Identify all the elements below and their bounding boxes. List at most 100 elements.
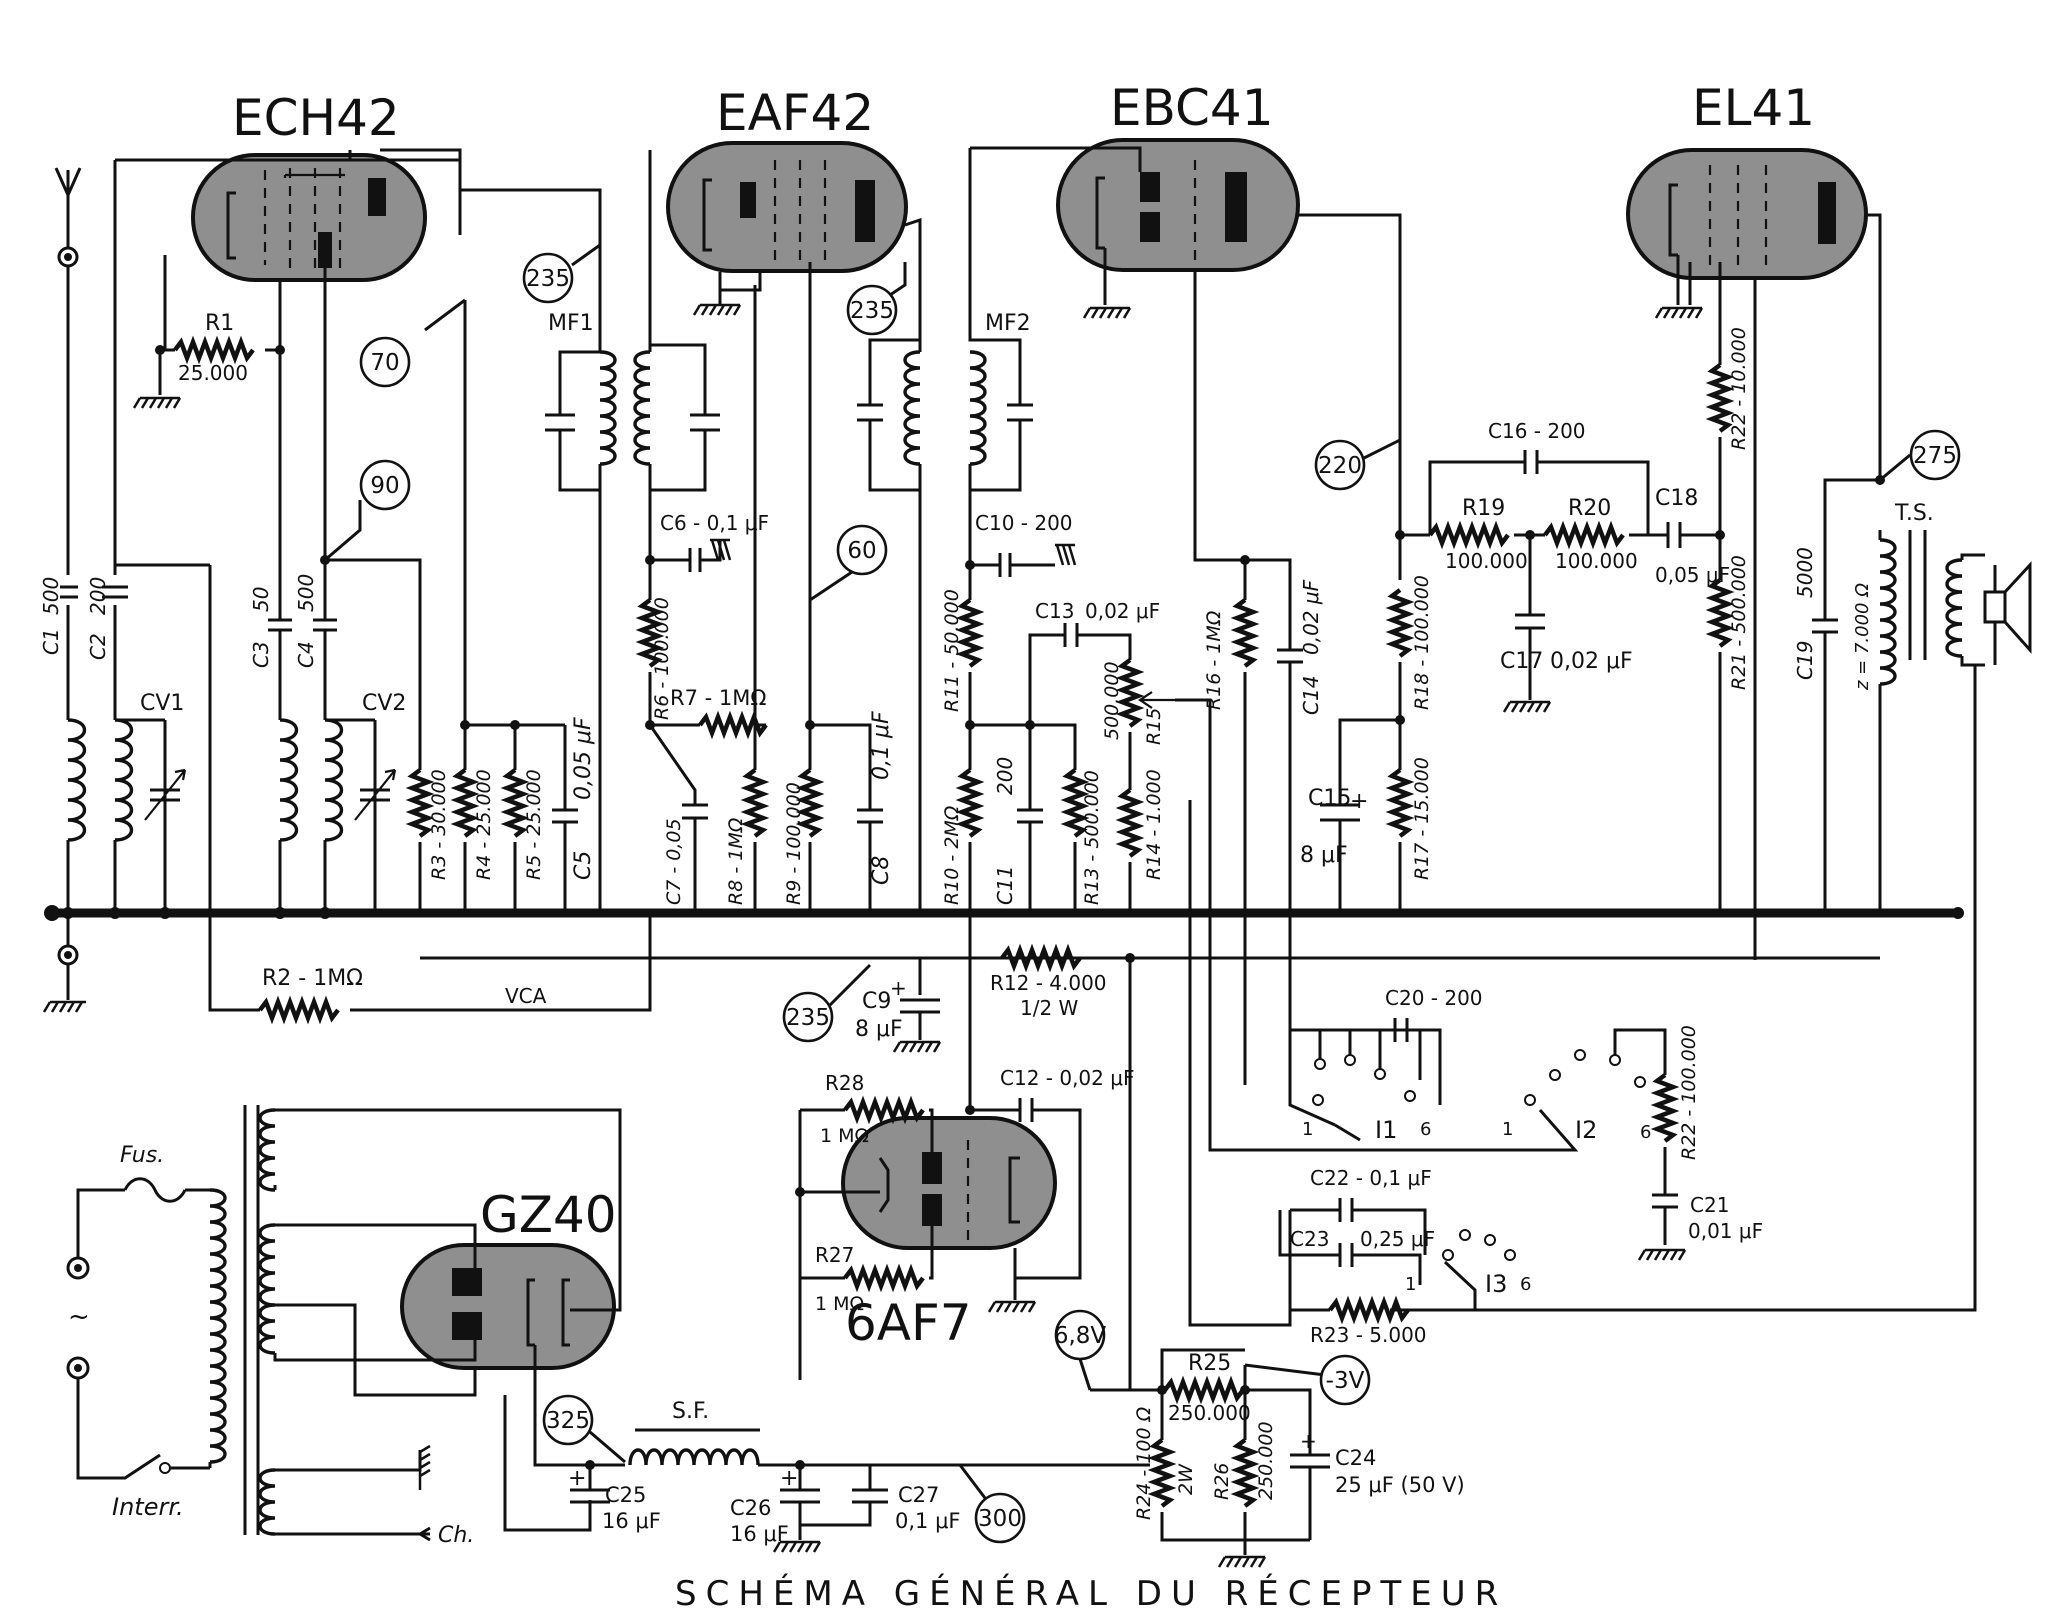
voltage-marker: 235 <box>846 284 898 336</box>
c11-value: 200 <box>993 757 1017 795</box>
i1-pos-6: 6 <box>1420 1119 1431 1140</box>
c9-value: 8 μF <box>855 1017 903 1042</box>
schematic-title: SCHÉMA GÉNÉRAL DU RÉCEPTEUR <box>675 1573 1507 1614</box>
svg-text:220: 220 <box>1318 453 1362 479</box>
c21-value: 0,01 μF <box>1688 1219 1763 1243</box>
r9-label: R9 - 100.000 <box>783 782 805 905</box>
switch-label: Interr. <box>112 1493 184 1521</box>
c14-label: C14 <box>1299 676 1323 715</box>
el41-label: EL41 <box>1692 79 1815 137</box>
r19-label: R19 <box>1462 496 1505 521</box>
fuse-icon <box>123 1177 187 1203</box>
c1-value: 500 <box>39 577 63 615</box>
r16-label: R16 - 1MΩ <box>1203 610 1225 710</box>
c26-label: C26 <box>730 1496 771 1520</box>
voltage-marker: 220 <box>1314 439 1366 491</box>
svg-text:+: + <box>780 1466 798 1491</box>
antenna-icon <box>54 167 82 268</box>
c9-label: C9 <box>862 989 891 1014</box>
c6-label: C6 - 0,1 μF <box>660 511 769 535</box>
r1-value: 25.000 <box>178 361 248 385</box>
heater-label: Ch. <box>438 1523 474 1548</box>
c23-value: 0,25 μF <box>1360 1227 1435 1251</box>
c2-label: C2 <box>86 633 110 660</box>
svg-text:+: + <box>890 976 907 1000</box>
tube-ech42 <box>191 153 427 282</box>
r25-value: 250.000 <box>1168 1401 1251 1425</box>
r11-label: R11 - 50.000 <box>941 589 963 712</box>
c20-label: C20 - 200 <box>1385 986 1483 1010</box>
c27-value: 0,1 μF <box>895 1509 961 1533</box>
r7-label: R7 - 1MΩ <box>670 686 766 710</box>
svg-text:90: 90 <box>370 473 399 499</box>
svg-text:+: + <box>1300 1429 1317 1453</box>
r12-label: R12 - 4.000 <box>990 971 1107 995</box>
r24-value: 2W <box>1175 1463 1197 1495</box>
c25-label: C25 <box>605 1483 646 1507</box>
voltage-marker: 235 <box>522 252 574 304</box>
r27-value: 1 MΩ <box>815 1293 864 1315</box>
voltage-marker: 90 <box>359 459 411 511</box>
sf-label: S.F. <box>672 1399 709 1424</box>
c15-value: 8 μF <box>1300 843 1348 868</box>
i1-pos-1: 1 <box>1302 1119 1313 1140</box>
c19-label: C19 <box>1793 641 1817 680</box>
c5-value: 0,05 μF <box>571 717 596 800</box>
voltage-marker: 235 <box>782 991 834 1043</box>
cv2-label: CV2 <box>362 691 406 716</box>
tube-6af7 <box>841 1116 1057 1250</box>
tube-el41 <box>1626 148 1868 280</box>
r3-label: R3 - 30.000 <box>428 769 450 880</box>
6af7-label: 6AF7 <box>845 1294 972 1352</box>
i3-pos-6: 6 <box>1520 1274 1531 1295</box>
c4-value: 500 <box>294 574 318 612</box>
r18-label: R18 - 100.000 <box>1411 575 1433 710</box>
r1-label: R1 <box>205 311 234 336</box>
fuse-label: Fus. <box>120 1143 164 1168</box>
r24-label: R24 - 100 Ω <box>1133 1406 1155 1520</box>
r22b-label: R22 - 100.000 <box>1678 1025 1700 1160</box>
r4-label: R4 - 25.000 <box>473 769 495 880</box>
cv1-label: CV1 <box>140 691 184 716</box>
c3-label: C3 <box>249 641 273 668</box>
c3-value: 50 <box>249 587 273 612</box>
c14-value: 0,02 μF <box>1299 579 1323 655</box>
r14-label: R14 - 1.000 <box>1143 769 1165 880</box>
r21-label: R21 - 500.000 <box>1728 555 1750 690</box>
c1-label: C1 <box>39 628 63 655</box>
ts-impedance: z = 7.000 Ω <box>1852 583 1873 691</box>
c25-value: 16 μF <box>602 1509 661 1533</box>
c4-label: C4 <box>294 641 318 668</box>
c22-label: C22 - 0,1 μF <box>1310 1166 1432 1190</box>
i2-pos-1: 1 <box>1502 1119 1513 1140</box>
r2-label: R2 - 1MΩ <box>262 966 363 991</box>
c13-value: 0,02 μF <box>1085 599 1160 623</box>
c12-label: C12 - 0,02 μF <box>1000 1066 1134 1090</box>
c8-value: 0,1 μF <box>869 711 894 780</box>
r22a-label: R22 - 10.000 <box>1728 327 1750 450</box>
svg-text:275: 275 <box>1913 443 1957 469</box>
r13-label: R13 - 500.000 <box>1081 770 1103 905</box>
voltage-marker: 275 <box>1909 429 1961 481</box>
svg-text:235: 235 <box>526 266 570 292</box>
tube-eaf42 <box>666 141 908 273</box>
i3-label: I3 <box>1485 1270 1507 1298</box>
voltage-marker: 325 <box>542 1394 594 1446</box>
r20-label: R20 <box>1568 496 1611 521</box>
r28-value: 1 MΩ <box>820 1125 869 1147</box>
c2-value: 200 <box>86 577 110 615</box>
c24-label: C24 <box>1335 1446 1376 1470</box>
loudspeaker-icon <box>1983 561 2032 665</box>
ground-terminal-icon <box>42 913 86 1013</box>
tube-ebc41 <box>1056 138 1300 272</box>
c24-value: 25 μF (50 V) <box>1335 1473 1465 1497</box>
r26-value: 250.000 <box>1255 1421 1277 1500</box>
r19-value: 100.000 <box>1445 549 1528 573</box>
voltage-marker: 70 <box>359 336 411 388</box>
svg-text:-3V: -3V <box>1326 1368 1365 1394</box>
c27-label: C27 <box>898 1483 939 1507</box>
c7-label: C7 - 0,05 <box>663 818 685 905</box>
c17-value: 0,02 μF <box>1550 649 1633 674</box>
svg-text:+: + <box>568 1466 586 1491</box>
